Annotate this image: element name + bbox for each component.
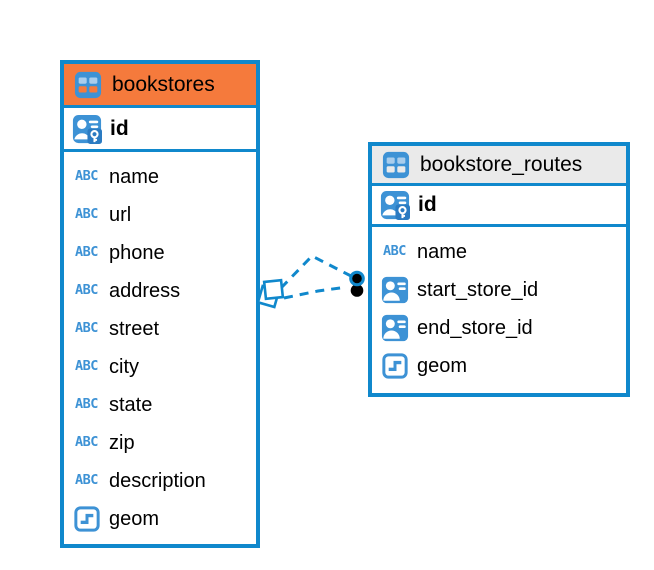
column-name: address xyxy=(109,279,181,302)
text-type-icon: ABC xyxy=(383,243,406,260)
text-type-icon: ABC xyxy=(75,320,98,337)
column-name: zip xyxy=(109,431,135,454)
relationship-line xyxy=(283,285,348,300)
table-icon xyxy=(72,69,103,100)
primary-key-icon xyxy=(379,190,410,221)
column-name: id xyxy=(418,193,437,216)
column-row[interactable]: ABC phone xyxy=(64,234,256,272)
column-name: name xyxy=(109,165,160,188)
text-type-icon: ABC xyxy=(75,434,98,451)
geometry-type-icon xyxy=(71,504,102,535)
column-row[interactable]: ABC name xyxy=(64,158,256,196)
table-bookstore-routes[interactable]: bookstore_routes id ABC name start_store… xyxy=(368,142,630,397)
column-row[interactable]: ABC state xyxy=(64,386,256,424)
column-row[interactable]: ABC zip xyxy=(64,424,256,462)
foreign-key-icon xyxy=(379,313,410,344)
column-row[interactable]: geom xyxy=(372,347,626,385)
column-name: name xyxy=(417,240,468,263)
primary-key-row[interactable]: id xyxy=(372,186,626,227)
text-type-icon: ABC xyxy=(75,282,98,299)
table-icon xyxy=(380,149,411,180)
text-type-icon: ABC xyxy=(75,472,98,489)
column-name: end_store_id xyxy=(417,316,533,339)
primary-key-row[interactable]: id xyxy=(64,108,256,152)
column-name: start_store_id xyxy=(417,278,539,301)
column-row[interactable]: ABC url xyxy=(64,196,256,234)
column-row[interactable]: ABC city xyxy=(64,348,256,386)
column-row[interactable]: ABC name xyxy=(372,233,626,271)
table-bookstores[interactable]: bookstores id ABC name ABC url ABC phone… xyxy=(60,60,260,548)
column-row[interactable]: ABC description xyxy=(64,462,256,500)
column-row[interactable]: ABC street xyxy=(64,310,256,348)
column-row[interactable]: end_store_id xyxy=(372,309,626,347)
column-row[interactable]: geom xyxy=(64,500,256,538)
column-name: geom xyxy=(417,354,468,377)
column-name: geom xyxy=(109,507,160,530)
geometry-type-icon xyxy=(379,351,410,382)
column-row[interactable]: start_store_id xyxy=(372,271,626,309)
table-title: bookstore_routes xyxy=(420,152,583,176)
text-type-icon: ABC xyxy=(75,168,98,185)
column-name: description xyxy=(109,469,206,492)
text-type-icon: ABC xyxy=(75,358,98,375)
column-name: phone xyxy=(109,241,165,264)
relationship-line xyxy=(279,254,352,290)
column-name: url xyxy=(109,203,132,226)
column-name: id xyxy=(110,116,129,140)
text-type-icon: ABC xyxy=(75,244,98,261)
table-title: bookstores xyxy=(112,72,215,96)
primary-key-icon xyxy=(71,113,102,144)
foreign-key-icon xyxy=(379,275,410,306)
column-name: city xyxy=(109,355,139,378)
table-bookstore-routes-header[interactable]: bookstore_routes xyxy=(372,146,626,186)
relationship-target-marker xyxy=(349,270,365,297)
text-type-icon: ABC xyxy=(75,206,98,223)
table-bookstores-header[interactable]: bookstores xyxy=(64,64,256,108)
column-list: ABC name ABC url ABC phone ABC address A… xyxy=(64,152,256,544)
text-type-icon: ABC xyxy=(75,396,98,413)
column-row[interactable]: ABC address xyxy=(64,272,256,310)
column-name: state xyxy=(109,393,153,416)
column-name: street xyxy=(109,317,160,340)
relationship-source-marker xyxy=(256,278,285,309)
column-list: ABC name start_store_id end_store_id geo… xyxy=(372,227,626,393)
